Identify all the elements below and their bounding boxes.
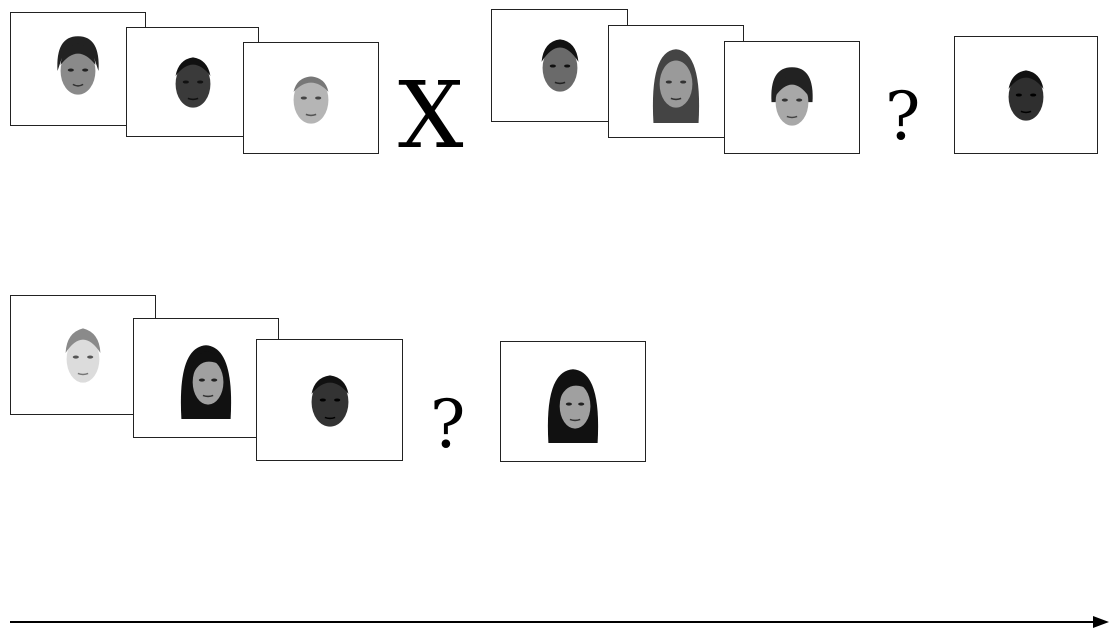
face-photo-icon	[175, 57, 210, 108]
face-card	[256, 339, 403, 461]
operator-x: X	[398, 62, 464, 169]
face-card	[491, 9, 628, 122]
answer-face-card	[500, 341, 646, 462]
face-photo-icon	[311, 375, 348, 427]
face-photo-icon	[180, 345, 232, 419]
face-photo-icon	[293, 76, 329, 124]
face-photo-icon	[1008, 70, 1044, 121]
face-card	[126, 27, 259, 137]
face-photo-icon	[65, 328, 101, 383]
face-card	[10, 12, 146, 126]
face-photo-icon	[541, 38, 578, 92]
face-photo-icon	[771, 66, 813, 126]
face-photo-icon	[652, 48, 700, 123]
face-photo-icon	[57, 36, 99, 95]
face-card	[133, 318, 279, 438]
answer-face-card	[954, 36, 1098, 154]
face-card	[243, 42, 379, 154]
face-photo-icon	[547, 368, 599, 443]
face-card	[608, 25, 744, 138]
question-mark: ?	[885, 78, 921, 155]
face-card	[724, 41, 860, 154]
time-axis-arrow	[10, 616, 1109, 628]
question-mark: ?	[430, 386, 466, 463]
